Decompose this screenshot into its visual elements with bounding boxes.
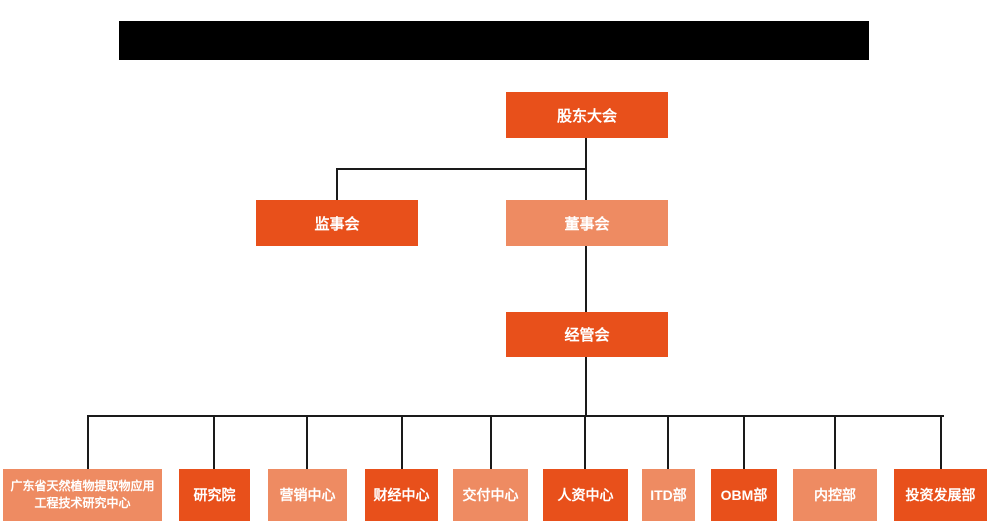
org-node-research-center: 广东省天然植物提取物应用工程技术研究中心 <box>3 469 162 521</box>
org-node-supervisory-board: 监事会 <box>256 200 418 246</box>
org-node-management-committee: 经管会 <box>506 312 668 357</box>
connector-line <box>336 170 338 200</box>
connector-line <box>667 416 669 469</box>
connector-line <box>336 168 587 170</box>
org-node-investment-development-department: 投资发展部 <box>894 469 987 521</box>
connector-line <box>585 246 587 312</box>
redacted-title-bar <box>119 21 869 60</box>
org-node-board-of-directors: 董事会 <box>506 200 668 246</box>
org-node-marketing-center: 营销中心 <box>268 469 347 521</box>
org-node-hr-center: 人资中心 <box>543 469 628 521</box>
connector-line <box>584 416 586 469</box>
org-node-finance-center: 财经中心 <box>365 469 438 521</box>
connector-line <box>585 170 587 200</box>
org-node-shareholders-meeting: 股东大会 <box>506 92 668 138</box>
connector-line <box>940 416 942 469</box>
connector-line <box>87 416 89 469</box>
connector-line <box>87 415 944 417</box>
connector-line <box>834 416 836 469</box>
org-node-delivery-center: 交付中心 <box>453 469 528 521</box>
org-node-internal-control-department: 内控部 <box>793 469 877 521</box>
connector-line <box>401 416 403 469</box>
org-node-obm-department: OBM部 <box>711 469 777 521</box>
connector-line <box>585 137 587 170</box>
connector-line <box>743 416 745 469</box>
org-node-research-institute: 研究院 <box>179 469 250 521</box>
connector-line <box>490 416 492 469</box>
connector-line <box>306 416 308 469</box>
connector-line <box>585 357 587 417</box>
connector-line <box>213 416 215 469</box>
org-node-itd-department: ITD部 <box>642 469 695 521</box>
